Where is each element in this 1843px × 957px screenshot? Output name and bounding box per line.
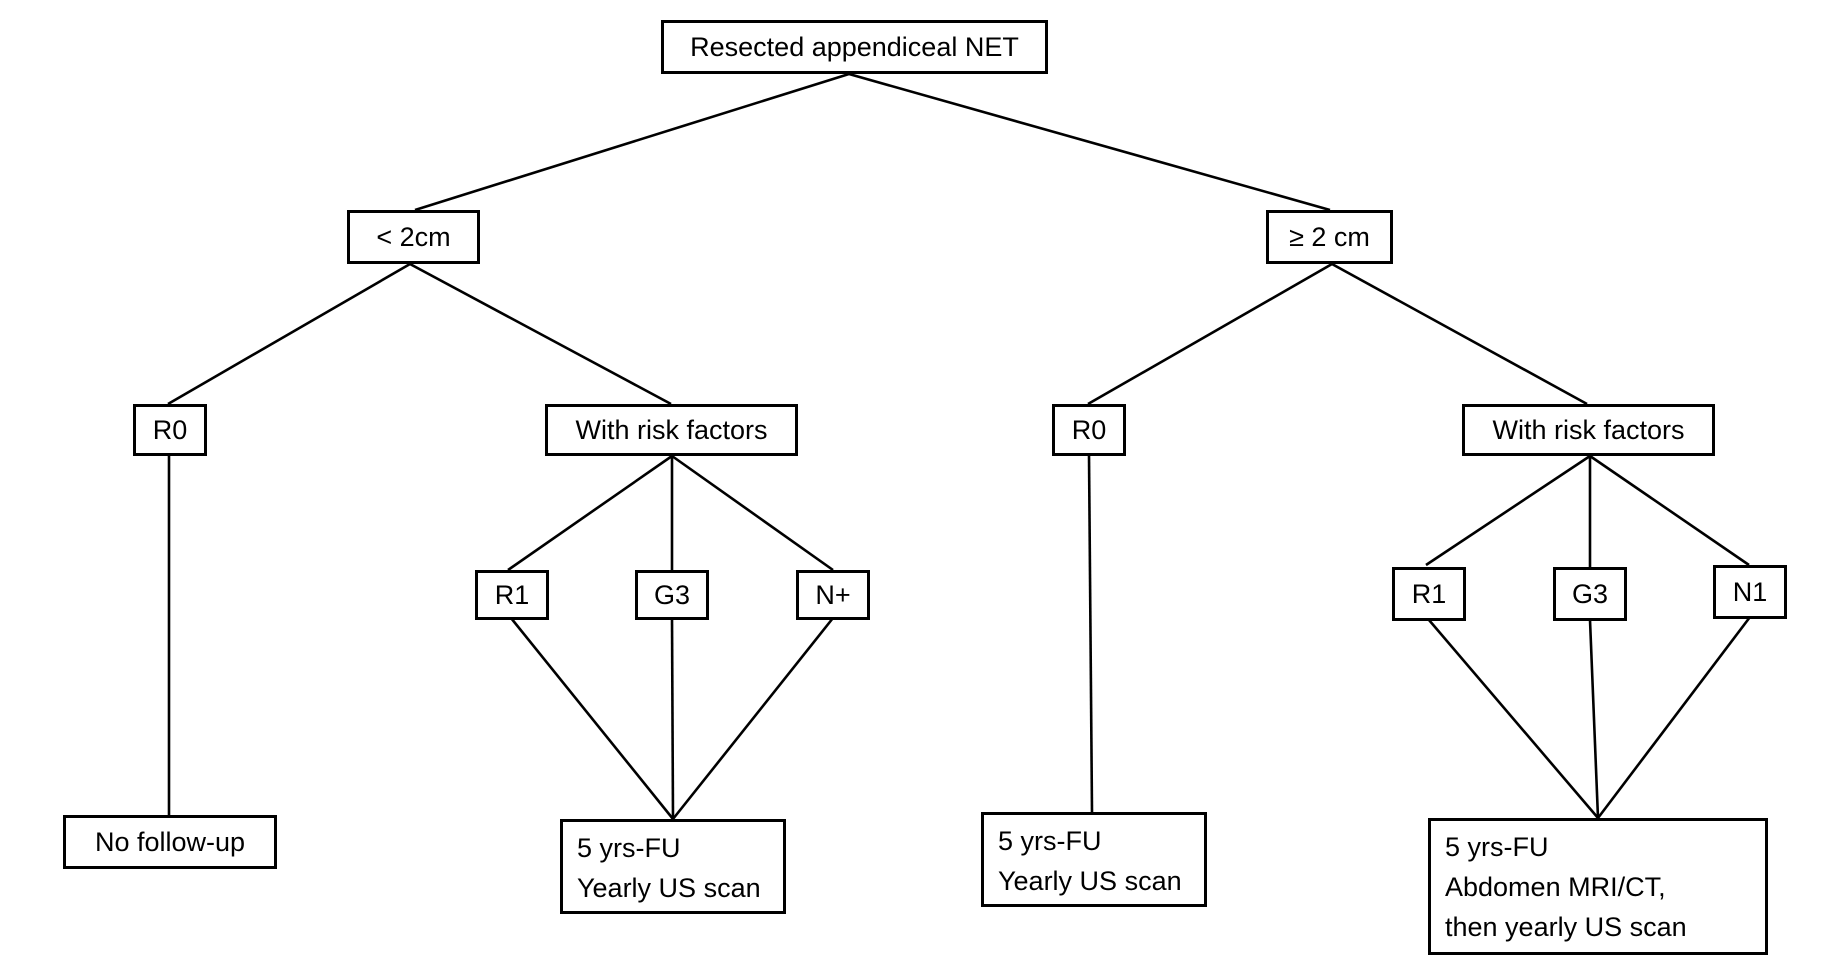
- left-risk-item-n-label: N+: [815, 580, 851, 610]
- edge-left-r1-to-outcome: [509, 617, 675, 820]
- edge-left-risk-to-r1: [507, 454, 673, 572]
- right-risk-outcome-line-1: 5 yrs-FU: [1445, 832, 1549, 862]
- left-risk-item-g3: G3: [635, 570, 709, 620]
- left-risk-node: With risk factors: [545, 404, 798, 456]
- left-risk-outcome-line-1: 5 yrs-FU: [577, 833, 681, 863]
- edge-right-g3-to-outcome: [1588, 619, 1600, 819]
- right-risk-outcome-node: 5 yrs-FU Abdomen MRI/CT, then yearly US …: [1428, 818, 1768, 955]
- edge-left-risk-to-n: [671, 454, 834, 572]
- edge-root-to-lt2: [414, 72, 850, 212]
- right-risk-node: With risk factors: [1462, 404, 1715, 456]
- edge-ge2-to-risk: [1331, 262, 1588, 406]
- left-risk-item-r1: R1: [475, 570, 549, 620]
- root-node: Resected appendiceal NET: [661, 20, 1048, 74]
- right-risk-item-r1: R1: [1392, 567, 1466, 621]
- left-risk-outcome-line-2: Yearly US scan: [577, 873, 761, 903]
- right-risk-outcome-line-2: Abdomen MRI/CT,: [1445, 872, 1666, 902]
- edge-left-g3-to-outcome: [670, 617, 675, 820]
- size-lt2-node: < 2cm: [347, 210, 480, 264]
- edge-right-n-to-outcome: [1596, 616, 1752, 819]
- right-risk-outcome-line-3: then yearly US scan: [1445, 912, 1687, 942]
- size-ge2-label: ≥ 2 cm: [1289, 222, 1370, 252]
- right-risk-item-g3: G3: [1553, 567, 1627, 621]
- right-r0-outcome-line-2: Yearly US scan: [998, 866, 1182, 896]
- edge-right-risk-to-r1: [1425, 454, 1591, 567]
- right-r0-label: R0: [1071, 415, 1107, 445]
- edge-lt2-to-r0: [167, 262, 411, 406]
- right-risk-item-n-label: N1: [1732, 577, 1768, 607]
- size-lt2-label: < 2cm: [376, 222, 451, 252]
- right-risk-label: With risk factors: [1492, 415, 1685, 445]
- left-r0-label: R0: [152, 415, 188, 445]
- edge-ge2-to-r0: [1087, 262, 1333, 406]
- right-risk-item-g3-label: G3: [1571, 579, 1609, 609]
- edge-right-r0-to-outcome: [1087, 454, 1094, 813]
- left-r0-node: R0: [133, 404, 207, 456]
- left-risk-outcome-node: 5 yrs-FU Yearly US scan: [560, 819, 786, 914]
- edge-lt2-to-risk: [409, 262, 672, 406]
- left-risk-item-r1-label: R1: [494, 580, 530, 610]
- left-risk-item-g3-label: G3: [653, 580, 691, 610]
- edge-left-n-to-outcome: [671, 617, 835, 820]
- right-risk-item-n: N1: [1713, 565, 1787, 619]
- edge-right-r1-to-outcome: [1428, 619, 1599, 819]
- right-r0-outcome-line-1: 5 yrs-FU: [998, 826, 1102, 856]
- right-risk-item-r1-label: R1: [1411, 579, 1447, 609]
- size-ge2-node: ≥ 2 cm: [1266, 210, 1393, 264]
- right-r0-node: R0: [1052, 404, 1126, 456]
- left-r0-outcome-label: No follow-up: [94, 827, 246, 857]
- right-r0-outcome-node: 5 yrs-FU Yearly US scan: [981, 812, 1207, 907]
- edge-right-risk-to-n: [1589, 454, 1750, 567]
- left-risk-item-n: N+: [796, 570, 870, 620]
- left-risk-label: With risk factors: [575, 415, 768, 445]
- edge-root-to-ge2: [848, 72, 1331, 212]
- root-label: Resected appendiceal NET: [690, 32, 1019, 62]
- left-r0-outcome-node: No follow-up: [63, 815, 277, 869]
